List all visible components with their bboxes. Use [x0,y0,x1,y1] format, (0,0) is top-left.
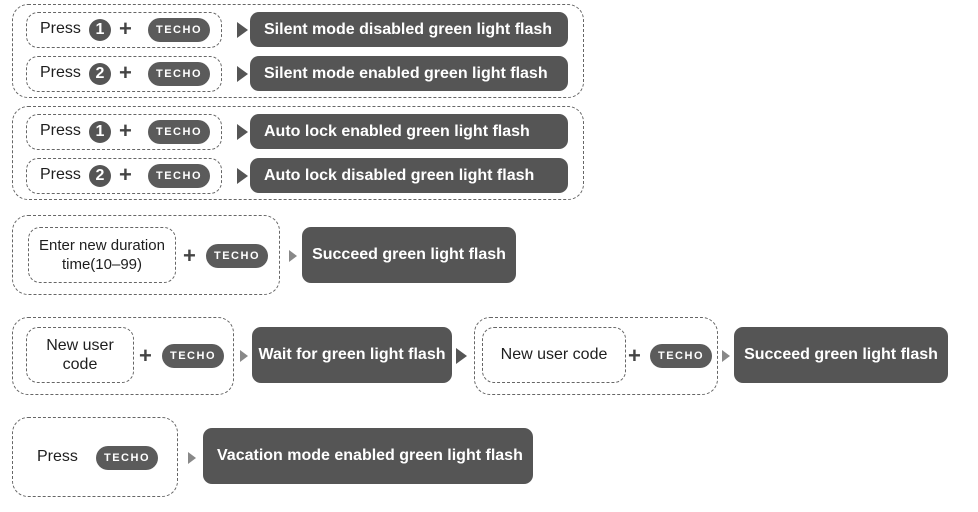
autolock-enable-input-box [26,114,222,150]
plus-sign: + [183,243,196,268]
plus-sign: + [119,60,132,85]
arrow-right-icon [237,22,248,38]
arrow-right-icon [456,348,467,364]
arrow-right-icon [237,168,248,184]
silent-disable-input-box [26,12,222,48]
new-user-code-group [12,317,234,395]
silent-enable-input-box [26,56,222,92]
press-label: Press [40,64,81,81]
techo-logo: TECHO [148,164,210,188]
duration-group [12,215,280,295]
plus-sign: + [119,118,132,143]
techo-logo: TECHO [650,344,712,368]
arrow-right-icon [237,124,248,140]
plus-sign: + [139,343,152,368]
dashed-arrow-icon [289,250,297,262]
techo-logo: TECHO [148,120,210,144]
duration-input-label: Enter new duration time(10–99) [28,227,176,283]
plus-sign: + [119,16,132,41]
user-code-success-result: Succeed green light flash [734,327,948,383]
techo-logo: TECHO [148,62,210,86]
number-2-badge: 2 [89,165,111,187]
plus-sign: + [628,343,641,368]
press-label: Press [40,122,81,139]
dashed-arrow-icon [722,350,730,362]
dashed-arrow-icon [188,452,196,464]
confirm-user-code-group [474,317,718,395]
autolock-disabled-result: Auto lock disabled green light flash [250,158,568,193]
vacation-group [12,417,178,497]
silent-mode-group [12,4,584,98]
duration-success-result: Succeed green light flash [302,227,516,283]
number-1-badge: 1 [89,121,111,143]
auto-lock-group [12,106,584,200]
autolock-enabled-result: Auto lock enabled green light flash [250,114,568,149]
press-label: Press [40,20,81,37]
silent-enabled-result: Silent mode enabled green light flash [250,56,568,91]
autolock-disable-input-box [26,158,222,194]
wait-green-flash-result: Wait for green light flash [252,327,452,383]
silent-disabled-result: Silent mode disabled green light flash [250,12,568,47]
dashed-arrow-icon [240,350,248,362]
arrow-right-icon [237,66,248,82]
press-label: Press [37,448,78,465]
number-1-badge: 1 [89,19,111,41]
techo-logo: TECHO [206,244,268,268]
press-label: Press [40,166,81,183]
techo-logo: TECHO [96,446,158,470]
confirm-user-code-input-label: New user code [482,327,626,383]
plus-sign: + [119,162,132,187]
techo-logo: TECHO [162,344,224,368]
new-user-code-input-label: New user code [26,327,134,383]
number-2-badge: 2 [89,63,111,85]
techo-logo: TECHO [148,18,210,42]
vacation-enabled-result: Vacation mode enabled green light flash [203,428,533,484]
